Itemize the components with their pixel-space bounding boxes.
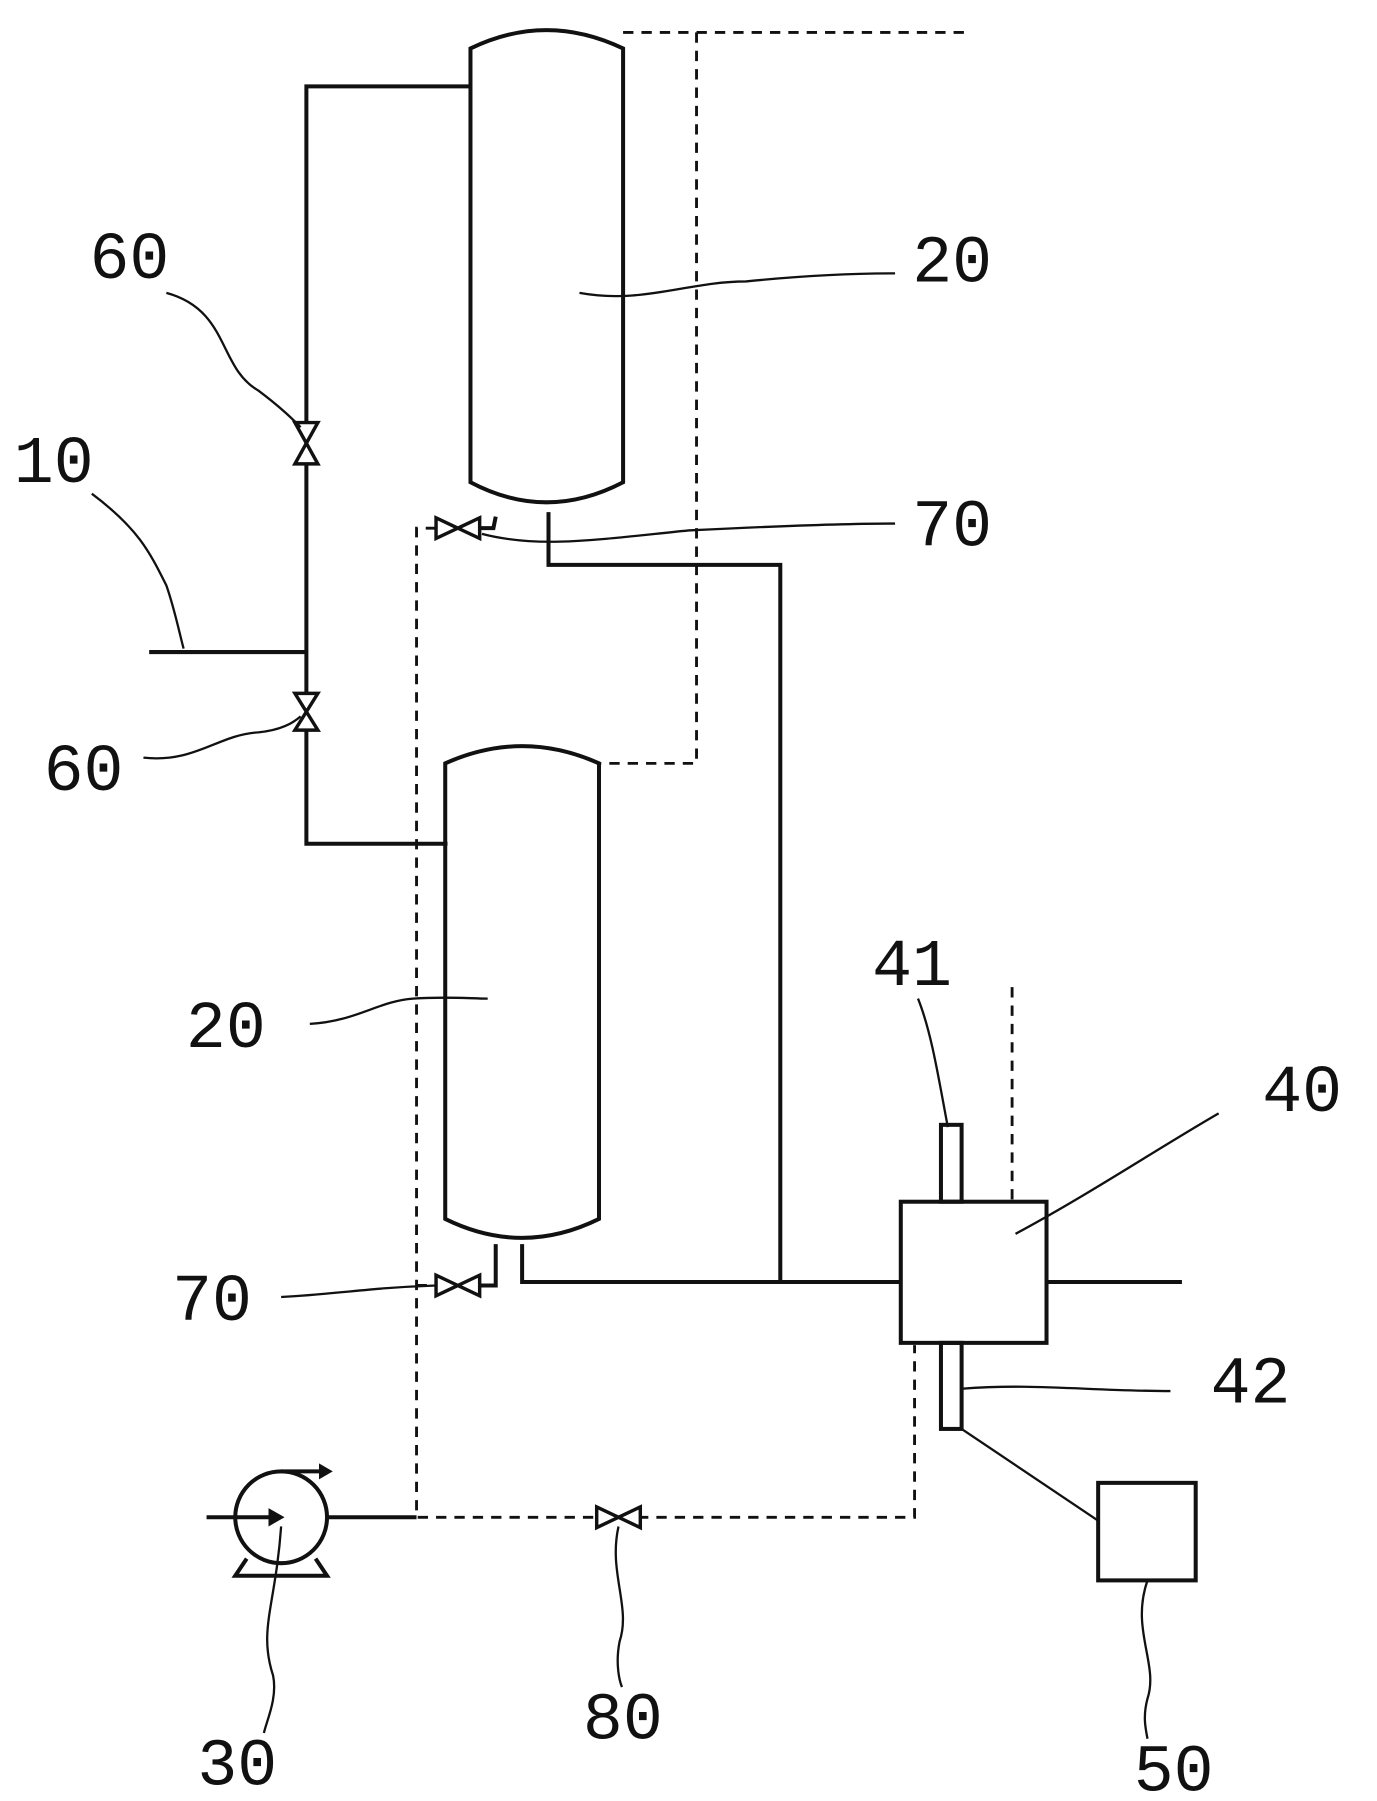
leader-10 <box>91 492 185 649</box>
upper-outlet-pipe <box>546 512 783 1283</box>
valve-60-lower <box>291 691 321 732</box>
leader-70-upper <box>481 522 896 543</box>
dashed-vent-line <box>598 32 698 765</box>
label-60-lower: 60 <box>44 735 124 810</box>
label-42: 42 <box>1211 1348 1291 1423</box>
leader-60-lower <box>143 715 302 760</box>
feed-piping <box>304 84 471 846</box>
leader-50 <box>1140 1580 1152 1739</box>
dashed-return-line <box>415 526 916 1519</box>
label-80: 80 <box>583 1684 663 1759</box>
upper-tank <box>468 28 626 505</box>
label-20-upper: 20 <box>912 226 992 301</box>
label-41: 41 <box>872 930 952 1005</box>
lower-outlet-pipe <box>520 1244 901 1285</box>
leader-20-upper <box>579 272 896 298</box>
port-42 <box>938 1340 964 1431</box>
label-60-upper: 60 <box>90 223 170 298</box>
leader-40 <box>1014 1112 1220 1235</box>
leader-60-upper <box>166 291 302 428</box>
valve-60-upper <box>291 420 321 466</box>
leader-20-lower <box>309 996 488 1026</box>
label-70-lower: 70 <box>172 1265 252 1340</box>
unit-40 <box>898 1199 1049 1345</box>
valve-70-upper <box>434 515 482 542</box>
leader-42 <box>961 1385 1171 1393</box>
leader-41 <box>916 998 949 1128</box>
label-30: 30 <box>197 1730 277 1801</box>
valve-70-lower <box>434 1272 482 1299</box>
lower-tank <box>443 744 602 1240</box>
label-70-upper: 70 <box>912 490 992 565</box>
label-50: 50 <box>1134 1735 1214 1801</box>
label-20-lower: 20 <box>186 992 266 1067</box>
label-40: 40 <box>1262 1056 1342 1131</box>
valve-70-lower-stub <box>479 1244 498 1288</box>
valve-80 <box>594 1504 643 1531</box>
leader-70-lower <box>281 1284 437 1299</box>
label-10: 10 <box>14 427 94 502</box>
valve-70-upper-stub <box>479 516 498 531</box>
signal-line-50 <box>960 1427 1099 1522</box>
box-50 <box>1096 1480 1198 1583</box>
leader-30 <box>262 1526 283 1734</box>
leader-80 <box>614 1526 625 1688</box>
port-41 <box>938 1122 964 1204</box>
pump-30 <box>206 1463 417 1578</box>
